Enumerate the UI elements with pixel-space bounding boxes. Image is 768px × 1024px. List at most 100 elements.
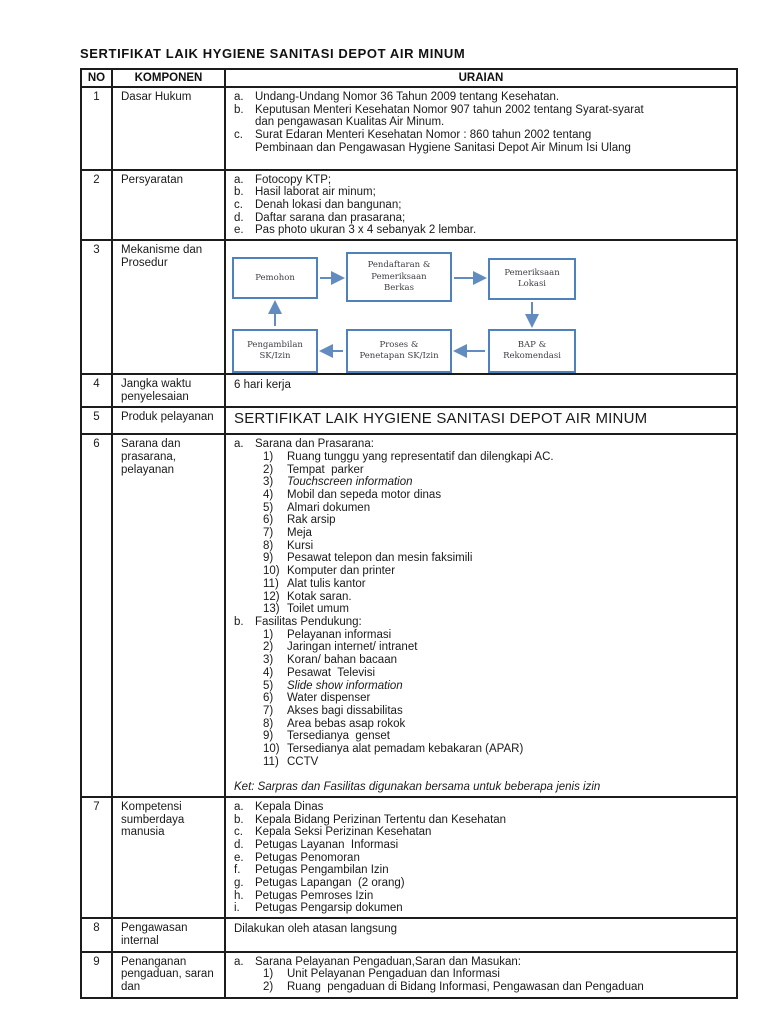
list-item-label: b.	[234, 615, 244, 628]
list-item-label: 1)	[263, 628, 274, 641]
list-item-text: Area bebas asap rokok	[287, 717, 406, 730]
list-item-label: 1)	[263, 450, 274, 463]
list-item-label: 12)	[263, 590, 280, 603]
list-item: h.Petugas Pemroses Izin	[226, 890, 736, 903]
list-item: 10)Komputer dan printer	[226, 565, 736, 578]
list-item: 4)Pesawat Televisi	[226, 667, 736, 680]
list-item-label: 4)	[263, 488, 274, 501]
list-item: 1)Unit Pelayanan Pengaduan dan Informasi	[226, 968, 736, 981]
list-item-text: Pesawat telepon dan mesin faksimili	[287, 552, 473, 565]
list-item: 5) Slide show information	[226, 680, 736, 693]
list-item-label: 7)	[263, 704, 274, 717]
flowchart-box-pemeriksaan-lokasi: Pemeriksaan Lokasi	[488, 258, 576, 301]
cell-komponen: Kompetensi sumberdaya manusia	[111, 795, 226, 920]
list-item-text: Keputusan Menteri Kesehatan Nomor 907 ta…	[255, 103, 644, 129]
list-item-text: Fasilitas Pendukung:	[255, 615, 362, 628]
cell-uraian: a.Undang-Undang Nomor 36 Tahun 2009 tent…	[224, 86, 738, 171]
list-item: c.Kepala Seksi Perizinan Kesehatan	[226, 826, 736, 839]
list-item-label: a.	[234, 173, 244, 186]
list-item: f.Petugas Pengambilan Izin	[226, 864, 736, 877]
list-item-label: 9)	[263, 552, 274, 565]
list-item-label: 6)	[263, 514, 274, 527]
cell-no: 9	[80, 950, 113, 999]
list-item-text: Tersedianya genset	[287, 730, 390, 743]
flowchart-arrows	[268, 271, 539, 359]
list-item: 2)Ruang pengaduan di Bidang Informasi, P…	[226, 981, 736, 994]
list-item: c.Surat Edaran Menteri Kesehatan Nomor :…	[226, 129, 736, 154]
list-item: b.Hasil laborat air minum;	[226, 186, 736, 199]
list-item: 11)Alat tulis kantor	[226, 578, 736, 591]
cell-komponen: Produk pelayanan	[111, 406, 226, 436]
flowchart-box-pendaftaran-pemeriksaan-berkas: Pendaftaran & Pemeriksaan Berkas	[346, 252, 452, 303]
list-item-text: Fotocopy KTP;	[255, 173, 332, 186]
list-item: 5)Almari dokumen	[226, 502, 736, 515]
list-item: i.Petugas Pengarsip dokumen	[226, 902, 736, 915]
list-item-label: c.	[234, 129, 243, 142]
list-item: 6)Rak arsip	[226, 514, 736, 527]
list-item-text: Water dispenser	[287, 692, 371, 705]
list-item-label: 5)	[263, 679, 274, 692]
cell-no: 3	[80, 239, 113, 376]
cell-komponen: Jangka waktu penyelesaian	[111, 373, 226, 409]
list-item-text: Petugas Pengarsip dokumen	[255, 902, 403, 915]
list-item-label: d.	[234, 211, 244, 224]
list-item-text: Sarana dan Prasarana:	[255, 438, 374, 451]
list-item-text: Slide show information	[287, 679, 403, 692]
list-item: b. Kepala Bidang Perizinan Tertentu dan K…	[226, 814, 736, 827]
list-item: Ket: Sarpras dan Fasilitas digunakan ber…	[226, 781, 736, 794]
list-item: 2)Tempat parker	[226, 464, 736, 477]
header-uraian: URAIAN	[224, 68, 738, 88]
list-item-label: e.	[234, 851, 244, 864]
list-item: g.Petugas Lapangan (2 orang)	[226, 877, 736, 890]
list-item-label: 2)	[263, 463, 274, 476]
list-item-text: Kursi	[287, 539, 314, 552]
list-item-label: 7)	[263, 527, 274, 540]
list-item-text: Petugas Pengambilan Izin	[255, 864, 389, 877]
cell-komponen: Persyaratan	[111, 168, 226, 242]
list-item: a.Sarana Pelayanan Pengaduan,Saran dan M…	[226, 956, 736, 969]
list-item-label: h.	[234, 889, 244, 902]
list-item-label: b.	[234, 813, 244, 826]
cell-komponen: Sarana dan prasarana, pelayanan	[111, 433, 226, 798]
cell-text: 6 hari kerja	[234, 379, 291, 392]
list-item-label: 8)	[263, 539, 274, 552]
list-item-label: 1)	[263, 968, 274, 981]
list-item-text: Komputer dan printer	[287, 565, 396, 578]
product-name-text: SERTIFIKAT LAIK HYGIENE SANITASI DEPOT A…	[234, 410, 648, 428]
list-item-text: Alat tulis kantor	[287, 577, 366, 590]
list-item: 2)Jaringan internet/ intranet	[226, 641, 736, 654]
cell-uraian: a.Sarana dan Prasarana:1)Ruang tunggu ya…	[224, 433, 738, 798]
list-item-label: 13)	[263, 603, 280, 616]
list-item-text: Ruang tunggu yang representatif dan dile…	[287, 450, 554, 463]
list-item: c.Denah lokasi dan bangunan;	[226, 199, 736, 212]
list-item: a. Fotocopy KTP;	[226, 174, 736, 187]
list-item: d.Daftar sarana dan prasarana;	[226, 212, 736, 225]
list-item-text: Kepala Seksi Perizinan Kesehatan	[255, 826, 432, 839]
list-item: 8)Area bebas asap rokok	[226, 718, 736, 731]
list-item-text: Touchscreen information	[287, 476, 413, 489]
list-item-label: a.	[234, 91, 244, 103]
list-item-label: g.	[234, 877, 244, 890]
list-item-text: Tersedianya alat pemadam kebakaran (APAR…	[287, 743, 524, 756]
list-item-text: Jaringan internet/ intranet	[287, 641, 418, 654]
list-item-text: Kepala Bidang Perizinan Tertentu dan Kes…	[255, 813, 507, 826]
list-item: d.Petugas Layanan Informasi	[226, 839, 736, 852]
list-item: e.Pas photo ukuran 3 x 4 sebanyak 2 lemb…	[226, 224, 736, 237]
cell-no: 4	[80, 373, 113, 409]
list-item: 9) Pesawat telepon dan mesin faksimili	[226, 552, 736, 565]
list-item-text: Kotak saran.	[287, 590, 352, 603]
list-item-text: Pas photo ukuran 3 x 4 sebanyak 2 lembar…	[255, 224, 477, 237]
list-item-label: 3)	[263, 476, 274, 489]
list-item-text: Kepala Dinas	[255, 800, 324, 813]
list-item-text: Ruang pengaduan di Bidang Informasi, Pen…	[287, 980, 644, 993]
list-item: 7)Akses bagi dissabilitas	[226, 705, 736, 718]
list-item-text: CCTV	[287, 755, 319, 768]
